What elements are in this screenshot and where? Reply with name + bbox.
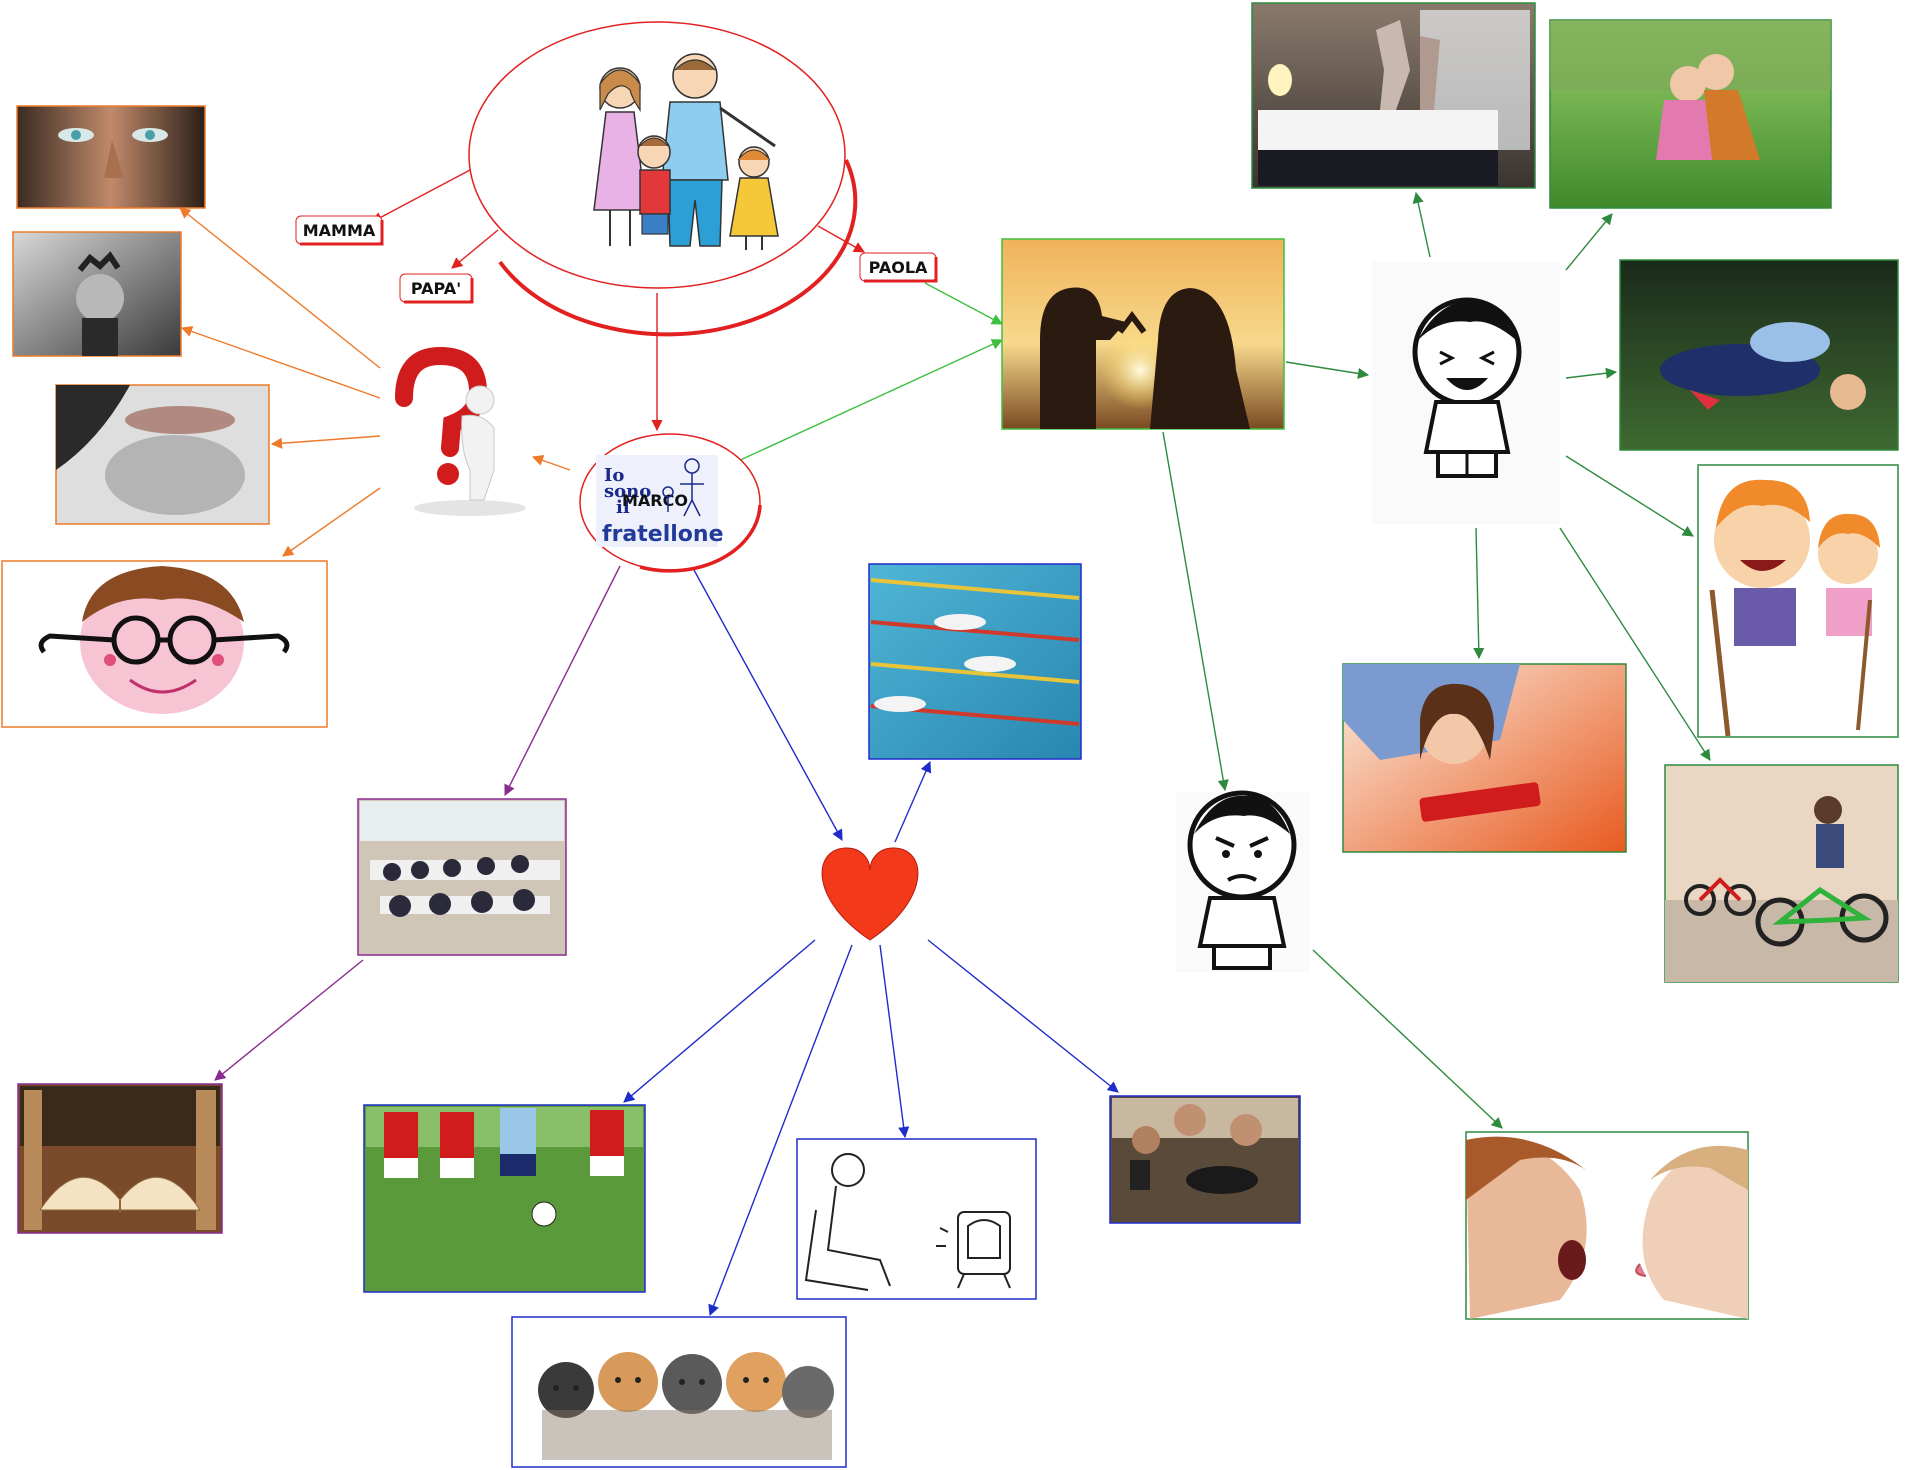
reading-girl-photo[interactable] [1343,664,1626,852]
paola-node[interactable]: PAOLA [860,253,936,281]
books-photo[interactable] [18,1084,222,1233]
soccer-photo[interactable] [364,1105,645,1292]
edge-paola-sunset [925,283,1002,324]
shouting-kids-photo[interactable] [1466,1132,1748,1319]
family-node[interactable] [469,22,855,334]
swimming-photo[interactable] [869,564,1081,759]
wrestling-kids-photo[interactable] [1620,260,1898,450]
marco-node[interactable]: Io sono il MARCO fratellone [580,434,760,571]
edge-heart-gaming [928,940,1118,1092]
heart-icon[interactable] [822,848,918,940]
edge-heart-soccer [624,940,815,1102]
edge-happy-cartoon [1566,456,1693,536]
edge-marco-heart [694,570,842,840]
center-word: fratellone [602,522,723,547]
edge-family-paola [818,226,864,252]
paola-label: PAOLA [869,258,928,277]
edge-question-glasses [283,488,380,556]
beard-photo[interactable] [56,385,269,524]
bed-jumping-photo[interactable] [1252,3,1535,188]
edge-heart-tv [880,945,905,1137]
edge-family-papa [452,230,498,268]
glasses-cartoon[interactable] [2,561,327,727]
edge-heart-swim [895,762,930,842]
edge-family-mamma [372,170,470,222]
edge-sunset-grumpy [1163,432,1225,790]
center-name: MARCO [622,491,688,510]
grumpy-kid-icon[interactable] [1176,792,1310,972]
question-mark-figure-icon[interactable] [382,342,530,520]
eyes-photo[interactable] [17,106,205,208]
edge-sunset-happy [1286,362,1368,375]
siblings-grass-photo[interactable] [1550,20,1831,208]
mamma-node[interactable]: MAMMA [296,216,382,244]
edge-marco-classroom [505,566,620,795]
mohawk-boy-photo[interactable] [13,232,181,356]
papa-label: PAPA' [411,279,461,298]
hiking-kids-cartoon[interactable] [1698,465,1898,737]
edge-happy-reading [1476,528,1479,658]
edge-question-beard [272,436,380,444]
edge-happy-bed [1416,193,1430,257]
edge-marco-sunset [736,340,1002,462]
edge-happy-grass [1566,214,1612,270]
papa-node[interactable]: PAPA' [400,274,472,302]
videogame-kids-photo[interactable] [1110,1096,1300,1223]
edge-marco-question [533,457,570,470]
edge-classroom-books [215,960,363,1080]
edge-happy-wrestle [1566,372,1616,378]
edge-grumpy-shouting [1313,950,1502,1128]
sunset-kids-photo[interactable] [1002,239,1284,429]
classroom-photo[interactable] [358,799,566,955]
kids-bikes-photo[interactable] [1665,765,1898,982]
tv-watching-drawing[interactable] [797,1139,1036,1299]
kittens-photo[interactable] [512,1317,846,1467]
mamma-label: MAMMA [303,221,376,240]
happy-kid-icon[interactable] [1372,262,1560,524]
